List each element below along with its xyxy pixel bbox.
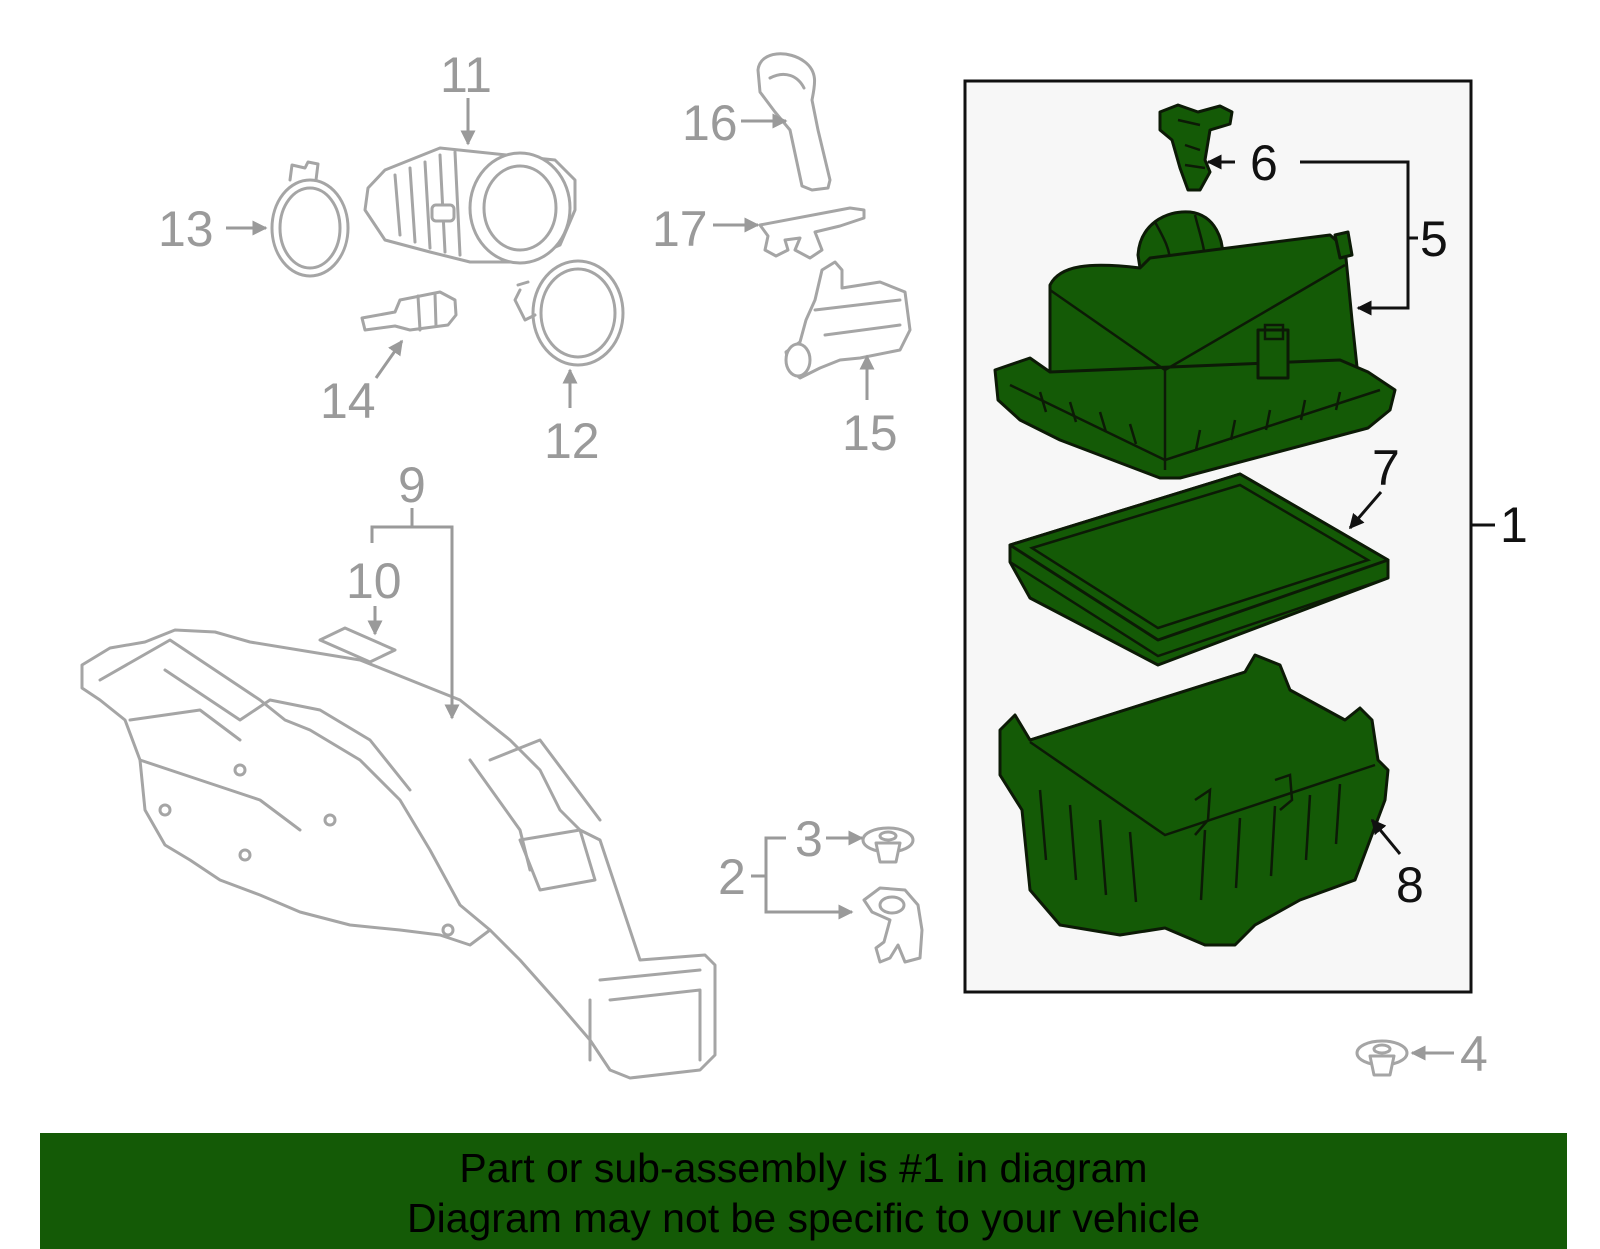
callout-9: 9 xyxy=(398,457,426,513)
part-17-bracket xyxy=(758,206,866,260)
callout-4: 4 xyxy=(1460,1026,1488,1082)
part-3-grommet xyxy=(861,826,915,864)
part-7-filter-element xyxy=(1008,472,1390,667)
part-9-intake-duct xyxy=(80,628,717,1080)
callout-2: 2 xyxy=(718,849,746,905)
callout-8: 8 xyxy=(1396,857,1424,913)
part-12-clamp xyxy=(513,259,625,367)
banner-line-2: Diagram may not be specific to your vehi… xyxy=(406,1195,1200,1241)
part-14-sensor xyxy=(360,290,458,332)
callout-11: 11 xyxy=(440,47,492,103)
part-4-grommet xyxy=(1355,1039,1409,1077)
part-5-air-cleaner-cap xyxy=(993,210,1397,480)
callout-13: 13 xyxy=(158,201,214,257)
part-2-bracket xyxy=(862,886,924,964)
callout-15: 15 xyxy=(842,405,898,461)
callout-16: 16 xyxy=(682,95,738,151)
part-11-intake-hose xyxy=(363,146,577,265)
callout-1: 1 xyxy=(1500,497,1528,553)
part-15-resonator xyxy=(784,260,912,380)
banner-line-1: Part or sub-assembly is #1 in diagram xyxy=(459,1145,1148,1191)
callout-17: 17 xyxy=(652,201,708,257)
callout-12: 12 xyxy=(544,413,600,469)
part-10-label xyxy=(318,626,397,664)
callout-10: 10 xyxy=(346,553,402,609)
callout-3: 3 xyxy=(795,811,823,867)
callout-14: 14 xyxy=(320,373,376,429)
part-8-lower-case xyxy=(998,653,1390,947)
part-13-clamp xyxy=(270,160,350,278)
part-16-hose xyxy=(756,52,832,192)
disclaimer-banner: Part or sub-assembly is #1 in diagram Di… xyxy=(40,1133,1567,1249)
callout-7: 7 xyxy=(1372,440,1400,496)
callout-6: 6 xyxy=(1250,135,1278,191)
part-6-clip xyxy=(1158,103,1234,192)
callout-5: 5 xyxy=(1420,211,1448,267)
